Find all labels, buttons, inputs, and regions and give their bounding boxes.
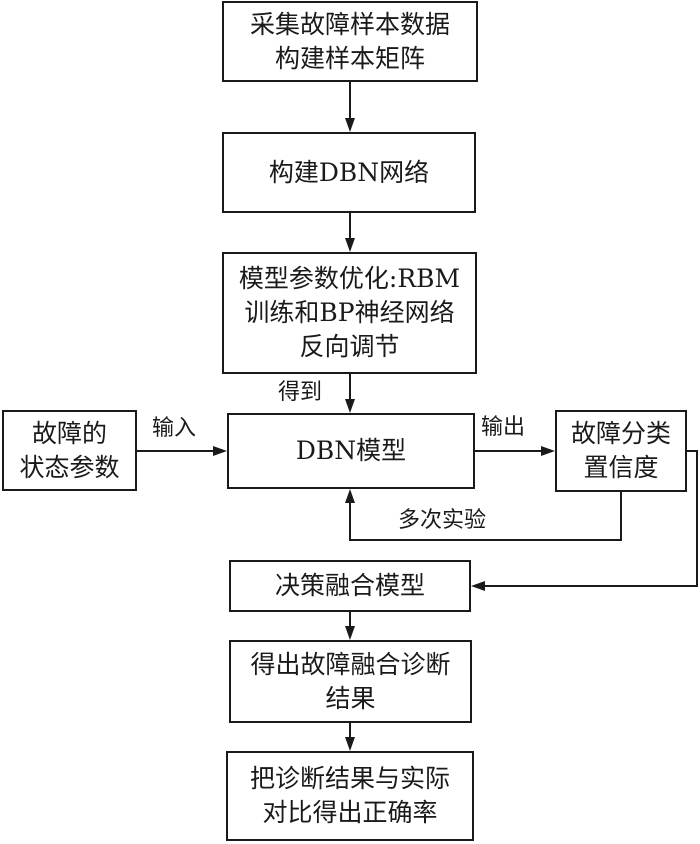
- arrowhead-confidence-to-fusion: [471, 581, 485, 591]
- node-decision-fusion-text: 决策融合模型: [274, 571, 425, 600]
- arrowhead-dbn-to-confidence: [541, 446, 555, 456]
- node-param-optimization: 模型参数优化:RBM 训练和BP神经网络 反向调节: [222, 252, 477, 374]
- arrowhead-collect-to-build: [345, 118, 355, 132]
- node-fault-confidence: 故障分类 置信度: [555, 410, 687, 492]
- edge-label-input: 输入: [152, 416, 197, 441]
- node-collect-samples: 采集故障样本数据 构建样本矩阵: [222, 1, 478, 82]
- arrowhead-result-to-accuracy: [345, 737, 355, 751]
- arrowhead-feedback-repeat: [345, 489, 355, 503]
- arrowhead-fusion-to-result: [345, 626, 355, 640]
- node-fusion-diagnosis-result: 得出故障融合诊断 结果: [229, 640, 472, 723]
- node-dbn-model: DBN模型: [227, 413, 475, 489]
- edge-label-obtain: 得到: [278, 380, 323, 405]
- arrowhead-build-to-optimize: [345, 238, 355, 252]
- node-dbn-model-text: DBN模型: [295, 436, 407, 465]
- node-collect-samples-text: 采集故障样本数据 构建样本矩阵: [249, 9, 450, 73]
- node-fault-state-params: 故障的 状态参数: [2, 410, 137, 491]
- arrowhead-optimize-to-dbn: [345, 399, 355, 413]
- node-build-dbn: 构建DBN网络: [222, 132, 476, 213]
- edge-label-repeated-experiments: 多次实验: [398, 508, 487, 533]
- arrow-confidence-to-fusion: [481, 450, 698, 587]
- node-fault-state-params-text: 故障的 状态参数: [19, 418, 120, 482]
- arrow-feedback-repeat: [349, 492, 622, 541]
- node-accuracy-comparison-text: 把诊断结果与实际 对比得出正确率: [249, 764, 450, 827]
- edge-label-output: 输出: [481, 415, 526, 440]
- node-decision-fusion: 决策融合模型: [229, 560, 471, 612]
- node-accuracy-comparison: 把诊断结果与实际 对比得出正确率: [226, 751, 474, 841]
- node-param-optimization-text: 模型参数优化:RBM 训练和BP神经网络 反向调节: [238, 264, 461, 361]
- node-fault-confidence-text: 故障分类 置信度: [570, 419, 671, 482]
- arrowhead-input-to-dbn: [213, 446, 227, 456]
- node-build-dbn-text: 构建DBN网络: [268, 157, 430, 187]
- node-fusion-diagnosis-result-text: 得出故障融合诊断 结果: [250, 649, 451, 713]
